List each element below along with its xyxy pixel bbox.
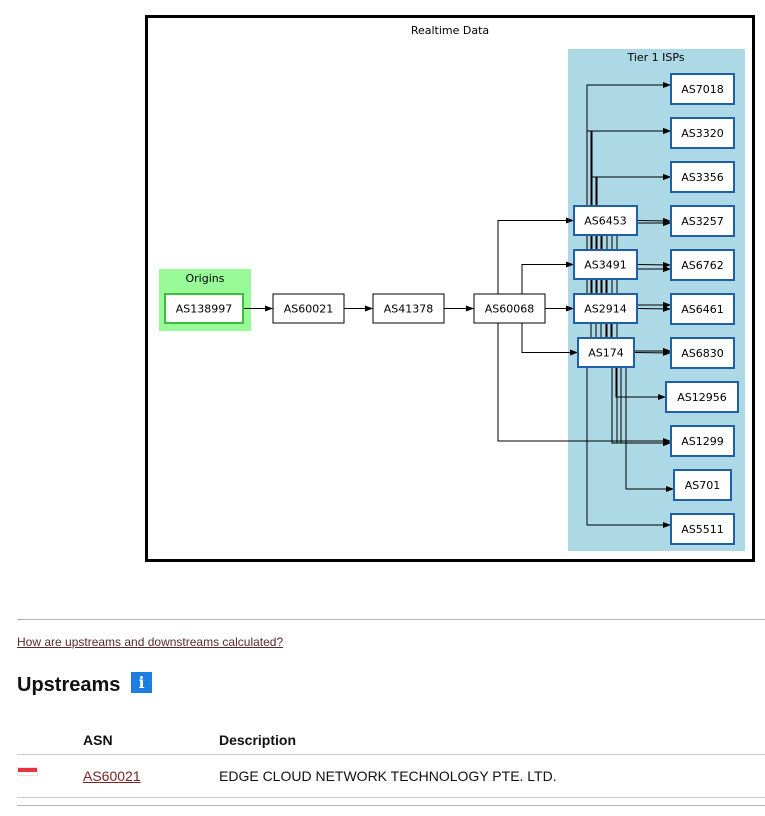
node-box — [670, 425, 735, 457]
node-as1299[interactable]: AS1299 — [670, 425, 735, 457]
node-label: AS60068 — [485, 303, 535, 316]
section-divider — [17, 619, 765, 620]
node-label: AS6461 — [681, 303, 724, 316]
node-as3356[interactable]: AS3356 — [670, 161, 735, 193]
node-box — [670, 337, 735, 369]
node-box — [670, 73, 735, 105]
node-label: AS3356 — [681, 171, 724, 184]
tier1-cluster-label: Tier 1 ISPs — [626, 51, 684, 64]
singapore-flag-icon — [17, 767, 38, 776]
node-box — [473, 293, 546, 324]
node-label: AS3491 — [584, 259, 627, 272]
nodes-layer: AS138997 AS60021 AS41378 AS60068 AS6453AS349… — [164, 73, 739, 545]
node-label: AS3257 — [681, 215, 724, 228]
node-as701[interactable]: AS701 — [673, 469, 732, 501]
node-as3257[interactable]: AS3257 — [670, 205, 735, 237]
upstreams-heading: Upstreams — [17, 674, 121, 696]
asn-link[interactable]: AS60021 — [83, 768, 141, 784]
node-as7018[interactable]: AS7018 — [670, 73, 735, 105]
node-as5511[interactable]: AS5511 — [670, 513, 735, 545]
node-as12956[interactable]: AS12956 — [665, 381, 739, 413]
node-label: AS174 — [588, 347, 624, 360]
node-label: AS6453 — [584, 215, 627, 228]
node-label: AS3320 — [681, 127, 724, 140]
node-as6830[interactable]: AS6830 — [670, 337, 735, 369]
node-as6762[interactable]: AS6762 — [670, 249, 735, 281]
column-header-asn: ASN — [83, 726, 219, 755]
section-divider-bottom — [17, 805, 765, 806]
as-path-graph: Realtime Data Origins Tier 1 ISPs AS1389… — [145, 15, 755, 562]
node-box — [573, 205, 638, 236]
node-box — [670, 161, 735, 193]
asn-cell: AS60021 — [83, 754, 219, 798]
edge-AS3491-AS6762 — [636, 261, 672, 268]
node-box — [272, 293, 345, 324]
column-header-description: Description — [219, 726, 765, 755]
node-box — [670, 293, 735, 325]
node-as3320[interactable]: AS3320 — [670, 117, 735, 149]
node-label: AS1299 — [681, 435, 724, 448]
edge-AS60068-AS174 — [521, 322, 578, 356]
node-box — [670, 513, 735, 545]
table-header-row: ASN Description — [17, 726, 765, 755]
node-box — [670, 117, 735, 149]
node-label: AS6830 — [681, 347, 724, 360]
column-header-flag — [17, 726, 83, 755]
edge-AS60068-AS6453 — [497, 217, 574, 295]
edges-layer — [243, 82, 674, 528]
upstreams-help-link[interactable]: How are upstreams and downstreams calcul… — [17, 635, 284, 649]
node-label: AS701 — [685, 479, 721, 492]
node-box — [577, 337, 635, 368]
node-box — [673, 469, 732, 501]
node-label: AS5511 — [681, 523, 724, 536]
graph-canvas: Realtime Data Origins Tier 1 ISPs AS1389… — [159, 24, 745, 551]
node-as6461[interactable]: AS6461 — [670, 293, 735, 325]
node-label: AS60021 — [284, 303, 334, 316]
node-as60021[interactable]: AS60021 — [272, 293, 345, 324]
node-box — [670, 249, 735, 281]
edge-AS6453-AS3257 — [636, 217, 672, 224]
node-box — [372, 293, 445, 324]
node-box — [573, 293, 638, 324]
node-box — [670, 205, 735, 237]
node-as6453[interactable]: AS6453 — [573, 205, 638, 236]
node-label: AS2914 — [584, 303, 627, 316]
node-box — [665, 381, 739, 413]
node-as41378[interactable]: AS41378 — [372, 293, 445, 324]
node-box — [164, 293, 244, 324]
edge-AS174-AS3356 — [595, 174, 671, 338]
edge-AS174-AS6830 — [633, 349, 672, 356]
node-as138997[interactable]: AS138997 — [164, 293, 244, 324]
node-label: AS12956 — [677, 391, 727, 404]
edge-AS60068-AS3491 — [521, 261, 574, 295]
node-label: AS138997 — [176, 303, 233, 316]
node-label: AS6762 — [681, 259, 724, 272]
upstreams-table: ASN Description AS60021 EDGE CLOUD NETWO… — [17, 726, 765, 798]
node-box — [573, 249, 638, 280]
node-label: AS7018 — [681, 83, 724, 96]
table-row: AS60021 EDGE CLOUD NETWORK TECHNOLOGY PT… — [17, 754, 765, 798]
edge-AS174-AS701 — [625, 367, 674, 492]
node-as2914[interactable]: AS2914 — [573, 293, 638, 324]
node-as60068[interactable]: AS60068 — [473, 293, 546, 324]
node-as3491[interactable]: AS3491 — [573, 249, 638, 280]
origins-cluster-label: Origins — [186, 272, 225, 285]
info-icon[interactable]: i — [131, 672, 152, 693]
edge-AS60068-AS1299 — [497, 322, 671, 444]
flag-cell — [17, 754, 83, 798]
edge-AS174-AS12956 — [615, 367, 666, 400]
description-cell: EDGE CLOUD NETWORK TECHNOLOGY PTE. LTD. — [219, 754, 765, 798]
node-label: AS41378 — [384, 303, 434, 316]
edge-AS174-AS1299 — [620, 367, 671, 446]
edge-AS2914-AS6461 — [636, 305, 672, 312]
node-as174[interactable]: AS174 — [577, 337, 635, 368]
graph-title: Realtime Data — [411, 24, 489, 37]
edge-AS174-AS5511 — [586, 367, 671, 528]
